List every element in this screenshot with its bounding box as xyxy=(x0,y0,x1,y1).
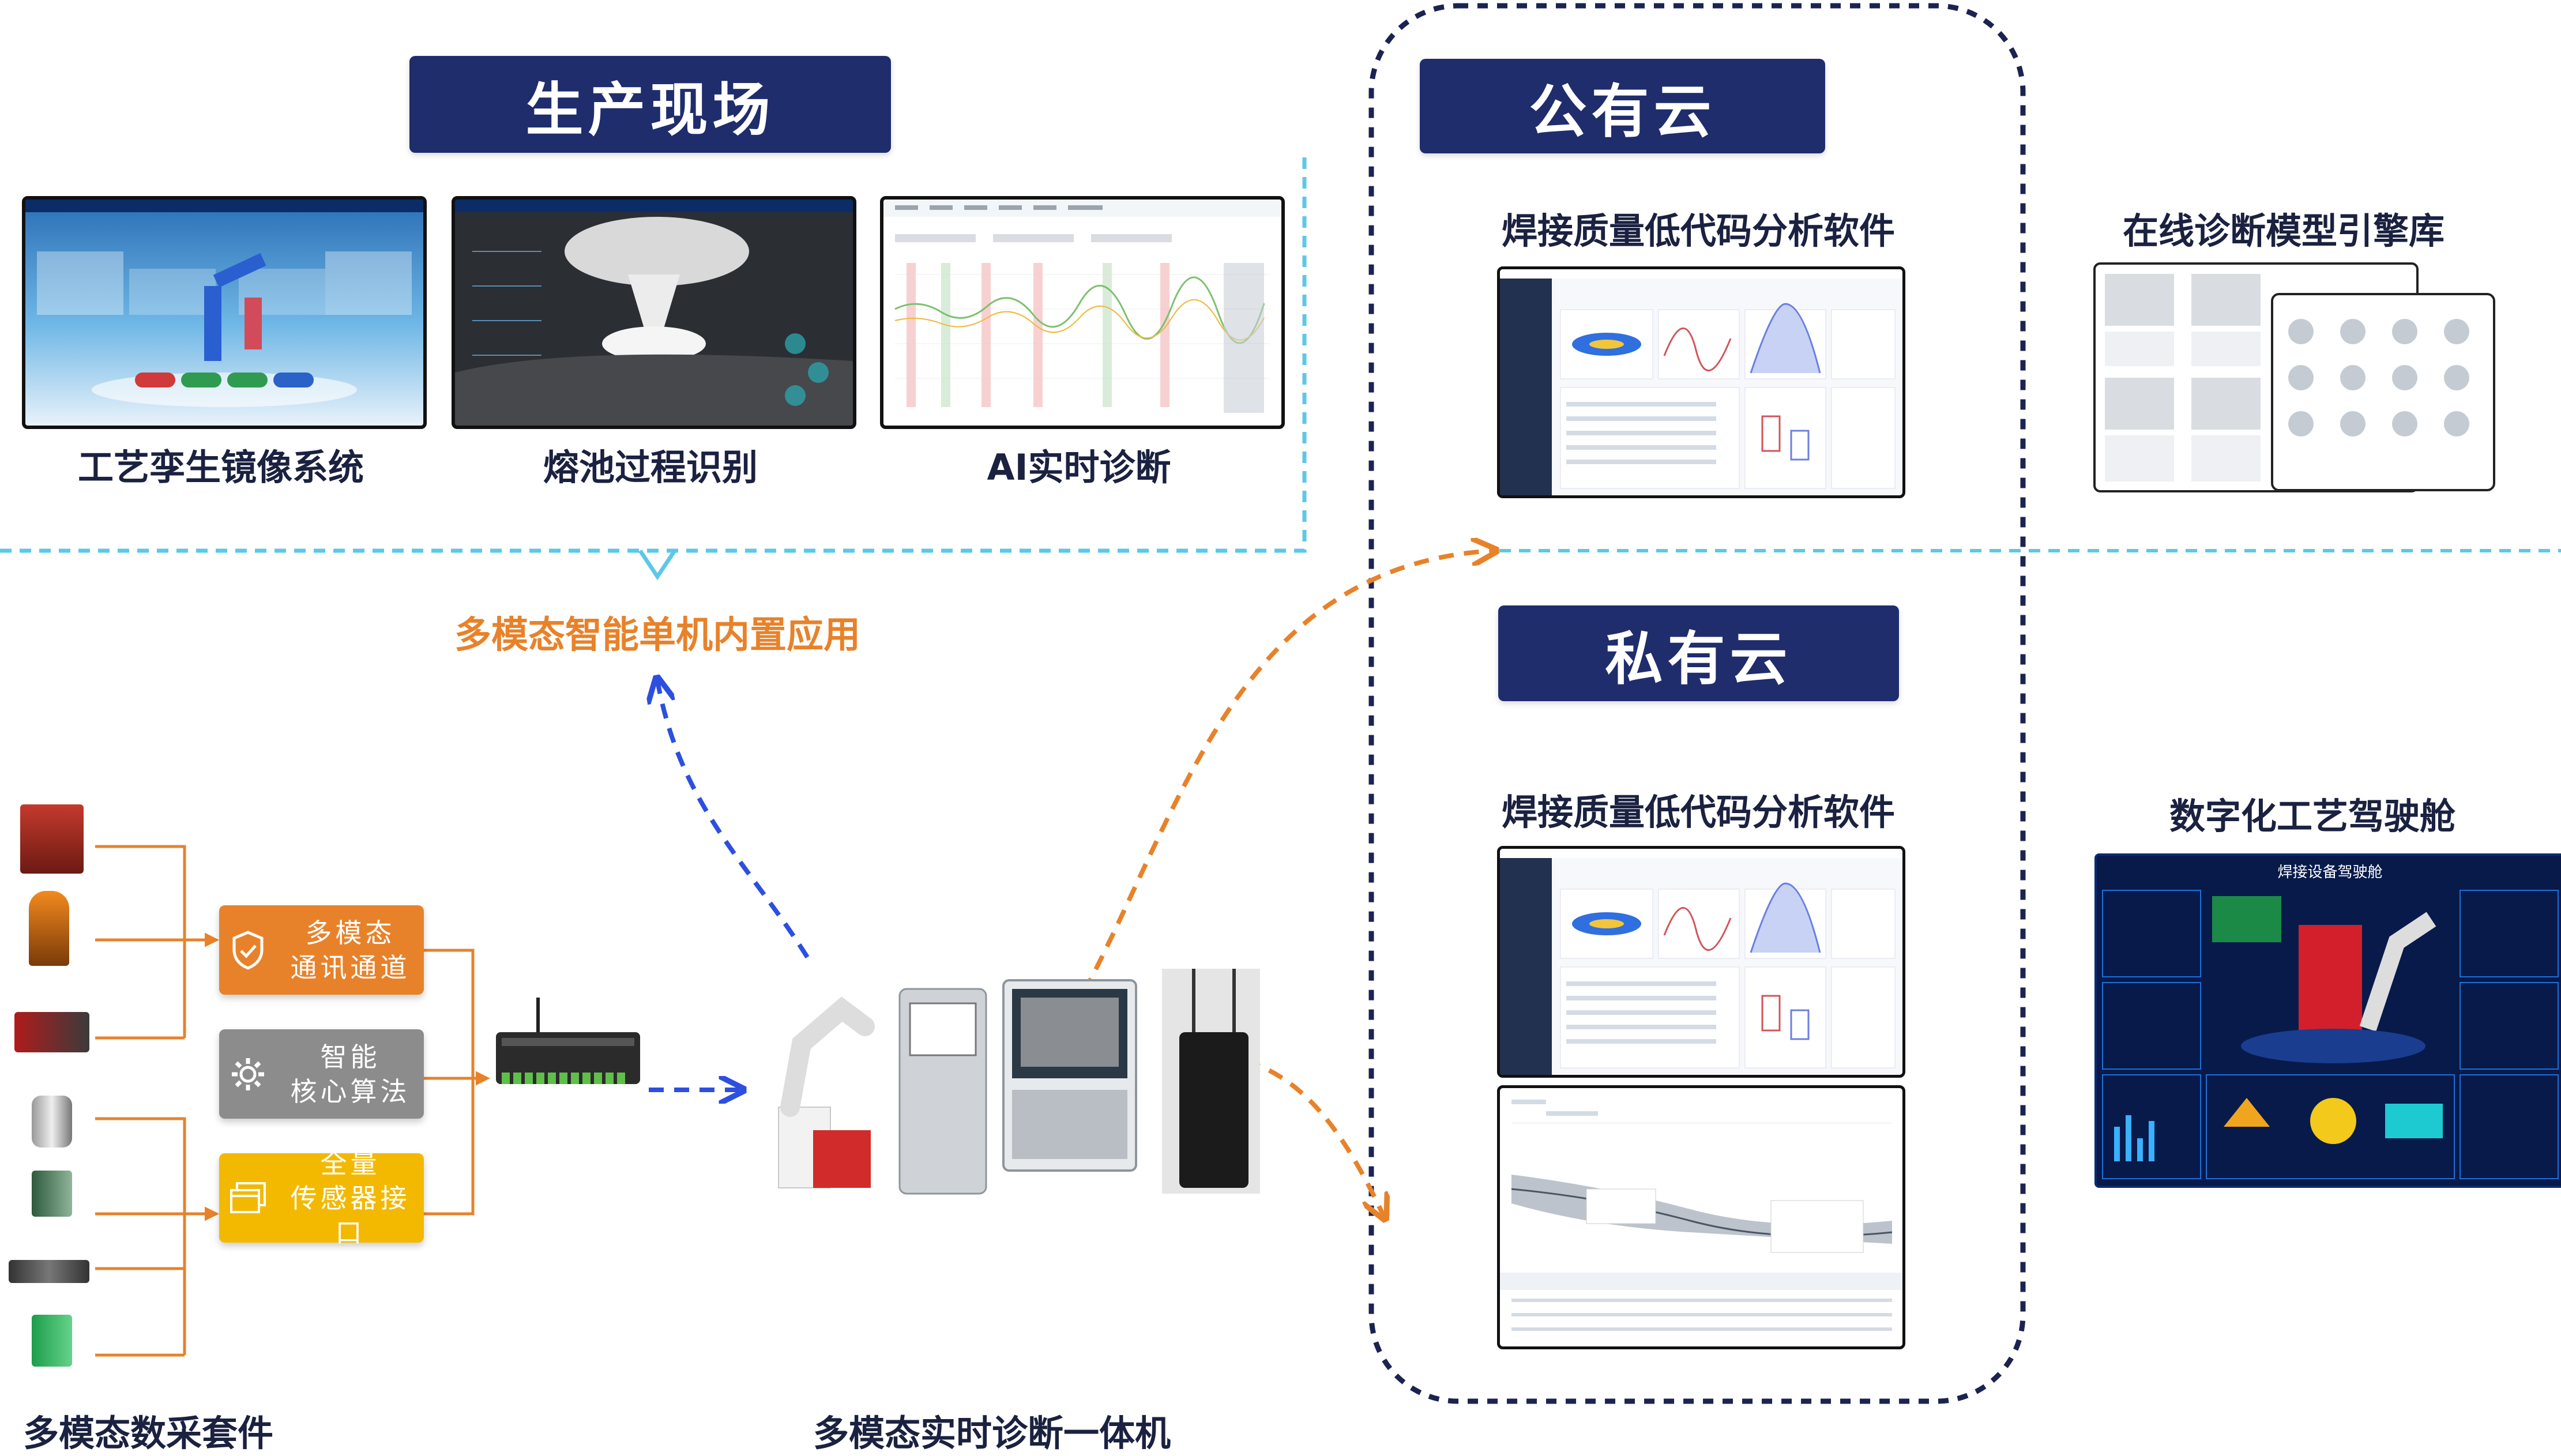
sensor-column xyxy=(0,796,98,1372)
label-private-software: 焊接质量低代码分析软件 xyxy=(1501,791,1895,833)
twin-mirror-illustration xyxy=(25,200,423,407)
gateway-device xyxy=(490,998,646,1107)
orange-arrow-private-cloud xyxy=(1244,1059,1384,1217)
shield-check-icon xyxy=(219,930,277,970)
module-sensor: 全量 传感器接口 xyxy=(219,1148,424,1248)
sensor-cylinder-icon xyxy=(32,1096,72,1148)
module-comm: 多模态 通讯通道 xyxy=(219,905,424,995)
orange-arrow-public-cloud xyxy=(1082,551,1494,993)
label-engine-library: 在线诊断模型引擎库 xyxy=(2122,210,2445,252)
sensor-block-icon xyxy=(32,1171,72,1217)
module-algo-label: 智能 核心算法 xyxy=(290,1041,411,1107)
label-diagnosis-machine: 多模态实时诊断一体机 xyxy=(813,1412,1171,1454)
production-frame-notch xyxy=(638,550,676,581)
label-cockpit: 数字化工艺驾驶舱 xyxy=(2169,795,2455,837)
sensor-bracket-lines xyxy=(95,845,490,1357)
screenshot-ai-diagnosis xyxy=(880,196,1285,429)
welding-machine-icon xyxy=(20,804,84,874)
din-module-icon xyxy=(32,1315,72,1367)
ai-diagnosis-illustration xyxy=(883,200,1281,413)
cockpit-screenshot: 焊接设备驾驶舱 xyxy=(2094,853,2561,1188)
cloud-region-dashed xyxy=(1368,3,2026,1404)
robot-arm-icon xyxy=(29,891,69,966)
module-algo: 智能 核心算法 xyxy=(219,1029,424,1119)
caption-twin-mirror: 工艺孪生镜像系统 xyxy=(77,446,364,488)
screenshot-private-software xyxy=(1497,846,1905,1078)
wire-feeder-icon xyxy=(14,1012,89,1052)
label-public-software: 焊接质量低代码分析软件 xyxy=(1501,210,1895,252)
embedded-app-label: 多模态智能单机内置应用 xyxy=(454,614,860,657)
production-dashed-frame xyxy=(0,150,1307,553)
banner-production: 生产现场 xyxy=(409,56,891,153)
blue-arrow-to-apps xyxy=(657,680,810,959)
diagnosis-machine-cluster xyxy=(755,957,1263,1199)
melt-pool-illustration xyxy=(455,200,853,426)
screenshot-public-software xyxy=(1497,266,1905,498)
label-daq-kit: 多模态数采套件 xyxy=(23,1412,274,1454)
module-sensor-label: 全量 传感器接口 xyxy=(290,1148,411,1248)
banner-private-cloud: 私有云 xyxy=(1498,605,1899,701)
window-stack-icon xyxy=(219,1181,277,1216)
screenshot-twin-mirror xyxy=(22,196,427,429)
gun-sensor-icon xyxy=(9,1260,89,1283)
caption-ai-diagnosis: AI实时诊断 xyxy=(987,446,1171,488)
engine-library-cards xyxy=(2093,262,2497,493)
screenshot-private-dashboard xyxy=(1497,1085,1905,1349)
module-comm-label: 多模态 通讯通道 xyxy=(290,917,411,983)
screenshot-melt-pool xyxy=(452,196,856,429)
caption-melt-pool: 熔池过程识别 xyxy=(543,446,758,488)
gear-icon xyxy=(219,1056,277,1093)
cockpit-title: 焊接设备驾驶舱 xyxy=(2277,864,2383,881)
banner-public-cloud: 公有云 xyxy=(1420,59,1825,153)
